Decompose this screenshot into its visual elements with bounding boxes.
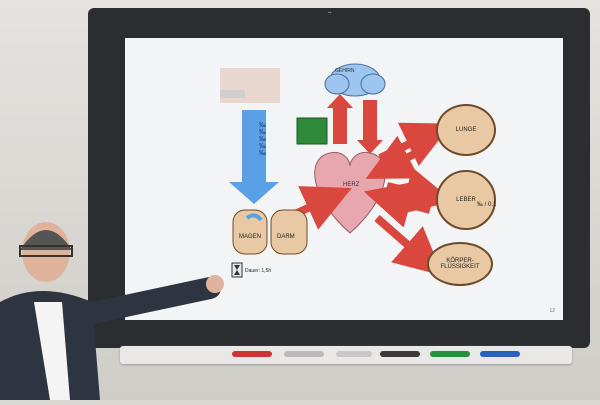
intake-arrow-shaft (242, 110, 266, 182)
pen-red[interactable] (232, 351, 272, 357)
label-herz: HERZ (343, 182, 360, 188)
label-leber: LEBER (456, 197, 476, 203)
pen-gray[interactable] (284, 351, 324, 357)
arrow-heart-leber (386, 167, 454, 214)
arrow-from-brain (363, 100, 377, 140)
leber-value: ‰ / 0.1 (477, 202, 497, 208)
magen-shape (232, 209, 268, 255)
pen-gray-2[interactable] (336, 351, 372, 357)
smartboard-tray (120, 346, 572, 364)
arrow-heart-koerper (374, 214, 444, 276)
diagram-svg (220, 63, 477, 278)
blue-swirl-icon (245, 213, 263, 222)
presentation-screen[interactable]: LUNGE LEBER ‰ / 0.1 KÖRPER- FLÜSSIGKEIT … (125, 38, 563, 320)
node-koerperfluessigkeit[interactable]: KÖRPER- FLÜSSIGKEIT (427, 242, 493, 286)
brain-cloud-icon (324, 63, 386, 97)
darm-shape (270, 209, 308, 255)
green-sign-box (296, 117, 328, 145)
pen-blue[interactable] (480, 351, 520, 357)
glass-icon (220, 90, 245, 98)
intake-arrow-head (229, 182, 279, 204)
slide-page-number: 12 (549, 308, 555, 314)
eraser[interactable] (380, 351, 420, 357)
label-lunge: LUNGE (455, 127, 477, 133)
glasses-icon (19, 245, 73, 257)
presenter (0, 210, 260, 400)
arrow-lunge-heart (365, 135, 432, 179)
label-koerperfluessigkeit: KÖRPER- FLÜSSIGKEIT (440, 258, 480, 270)
per-mille-marks: ‰ ‰ ‰ ‰ ‰ (259, 122, 266, 157)
label-magen: MAGEN (239, 234, 262, 240)
node-leber[interactable]: LEBER (436, 170, 496, 230)
arrow-to-brain-head (327, 94, 353, 108)
arrow-leber-heart (363, 181, 432, 228)
label-dauer: Dauer: 1,5h (245, 268, 272, 274)
node-lunge[interactable]: LUNGE (436, 104, 496, 156)
label-darm: DARM (277, 234, 295, 240)
presenter-svg (0, 222, 224, 400)
arrow-from-brain-head (357, 140, 383, 154)
hourglass-icon (231, 262, 243, 278)
board-brand-logo: ▪▪ (328, 10, 332, 16)
arrow-to-brain (333, 104, 347, 144)
label-gehirn: GEHIRN (335, 68, 355, 74)
pen-green[interactable] (430, 351, 470, 357)
